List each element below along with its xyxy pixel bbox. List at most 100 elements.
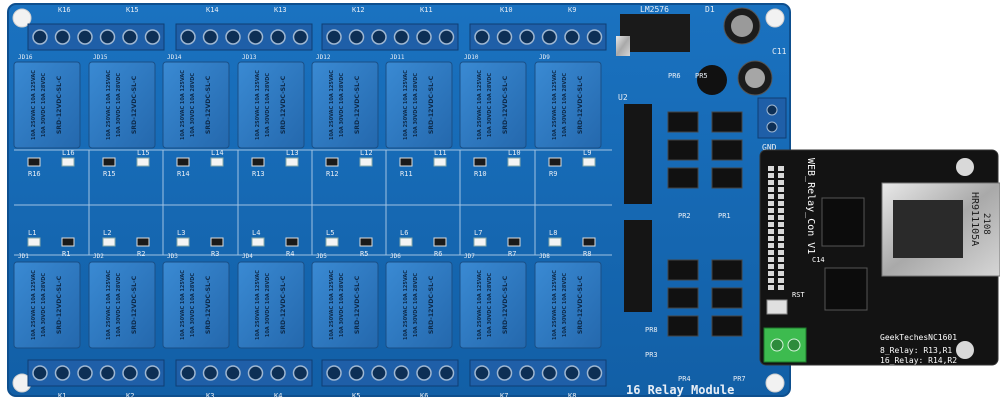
terminal-screw[interactable] xyxy=(77,365,93,381)
terminal-screw[interactable] xyxy=(180,365,196,381)
magjack-label: HR911105A xyxy=(969,192,980,246)
terminal-screw[interactable] xyxy=(326,365,342,381)
header-pin xyxy=(768,229,774,234)
relay-rating: 10A 250VAC 10A 125VAC xyxy=(552,270,558,340)
terminal-screw[interactable] xyxy=(225,29,241,45)
terminal-screw[interactable] xyxy=(247,365,264,381)
terminal-screw[interactable] xyxy=(496,29,513,45)
optocoupler xyxy=(711,139,743,161)
terminal-screw[interactable] xyxy=(77,29,93,45)
relay-jd-label: JD3 xyxy=(167,253,178,260)
terminal-screw[interactable] xyxy=(202,29,219,45)
relay-model: SRD-12VDC-SL-C xyxy=(428,75,435,134)
led-label: L4 xyxy=(252,229,260,237)
header-pin xyxy=(778,264,784,269)
relay-rating: 10A 250VAC 10A 125VAC xyxy=(477,70,483,140)
header-pin xyxy=(778,187,784,192)
header-pin xyxy=(778,180,784,185)
terminal-screw[interactable] xyxy=(564,29,580,45)
relay-rating: 10A 30VDC 10A 28VDC xyxy=(413,73,419,138)
resistor-label: R11 xyxy=(400,170,413,178)
terminal-screw[interactable] xyxy=(371,365,387,381)
terminal-screw[interactable] xyxy=(371,29,387,45)
terminal-label: K1 xyxy=(58,392,66,400)
relay-model: SRD-12VDC-SL-C xyxy=(280,275,287,334)
cap-label: C11 xyxy=(772,47,787,56)
terminal-screw[interactable] xyxy=(122,29,138,45)
terminal-screw[interactable] xyxy=(225,365,241,381)
terminal-screw[interactable] xyxy=(292,29,309,45)
terminal-screw[interactable] xyxy=(348,365,365,381)
terminal-screw[interactable] xyxy=(416,29,432,45)
terminal-screw[interactable] xyxy=(541,29,558,45)
terminal-screw[interactable] xyxy=(202,365,219,381)
control-section: LM2576 D1 C11 GND U2 PR6 PR5 PR2 PR1 PR8… xyxy=(616,5,787,383)
resistor xyxy=(325,157,339,167)
terminal-screw[interactable] xyxy=(541,365,558,381)
optocoupler-array xyxy=(667,111,743,337)
terminal-screw[interactable] xyxy=(519,365,535,381)
resistor-label: R16 xyxy=(28,170,41,178)
terminal-screw[interactable] xyxy=(99,365,116,381)
led-label: L3 xyxy=(177,229,185,237)
board-title: 16 Relay Module xyxy=(626,383,734,397)
header-pin xyxy=(778,250,784,255)
terminal-screw[interactable] xyxy=(586,365,603,381)
terminal-screw[interactable] xyxy=(122,365,138,381)
relay-model: SRD-12VDC-SL-C xyxy=(131,75,138,134)
terminal-screw[interactable] xyxy=(438,29,455,45)
relay-model: SRD-12VDC-SL-C xyxy=(205,275,212,334)
led-label: L10 xyxy=(508,149,521,157)
relay-model: SRD-12VDC-SL-C xyxy=(428,275,435,334)
led-label: L15 xyxy=(137,149,150,157)
terminal-screw[interactable] xyxy=(54,29,71,45)
relay-rating: 10A 30VDC 10A 28VDC xyxy=(41,73,47,138)
header-pin xyxy=(768,236,774,241)
relay-model: SRD-12VDC-SL-C xyxy=(131,275,138,334)
relay-rating: 10A 250VAC 10A 125VAC xyxy=(255,70,261,140)
terminal-screw[interactable] xyxy=(54,365,71,381)
terminal-label: K6 xyxy=(420,392,428,400)
led xyxy=(325,237,339,247)
terminal-screw[interactable] xyxy=(519,29,535,45)
relay-rating: 10A 250VAC 10A 125VAC xyxy=(403,270,409,340)
terminal-screw[interactable] xyxy=(292,365,309,381)
terminal-screw[interactable] xyxy=(474,29,490,45)
terminal-screw[interactable] xyxy=(326,29,342,45)
header-pin xyxy=(778,285,784,290)
terminal-screw[interactable] xyxy=(32,29,48,45)
relay-rating: 10A 30VDC 10A 28VDC xyxy=(190,273,196,338)
terminal-screw[interactable] xyxy=(99,29,116,45)
terminal-screw[interactable] xyxy=(564,365,580,381)
resistor-label: R2 xyxy=(137,250,145,258)
terminal-screw[interactable] xyxy=(180,29,196,45)
terminal-screw[interactable] xyxy=(438,365,455,381)
terminal-screw[interactable] xyxy=(393,29,410,45)
terminal-screw[interactable] xyxy=(144,29,161,45)
resistor-label: R13 xyxy=(252,170,265,178)
terminal-screw[interactable] xyxy=(496,365,513,381)
terminal-screw[interactable] xyxy=(416,365,432,381)
terminal-screw[interactable] xyxy=(348,29,365,45)
terminal-screw[interactable] xyxy=(393,365,410,381)
terminal-screw[interactable] xyxy=(247,29,264,45)
terminal-screw[interactable] xyxy=(270,365,286,381)
terminal-screw[interactable] xyxy=(474,365,490,381)
header-pin xyxy=(768,180,774,185)
reset-button[interactable] xyxy=(766,299,788,315)
led xyxy=(359,157,373,167)
relay-jd-label: JD10 xyxy=(464,54,479,61)
terminal-screw[interactable] xyxy=(144,365,161,381)
resistor-label: R12 xyxy=(326,170,339,178)
terminal-screw[interactable] xyxy=(32,365,48,381)
header-pin xyxy=(768,243,774,248)
terminal-screw[interactable] xyxy=(270,29,286,45)
relay-jd-label: JD12 xyxy=(316,54,331,61)
relay-rating: 10A 250VAC 10A 125VAC xyxy=(477,270,483,340)
terminal-screw[interactable] xyxy=(586,29,603,45)
